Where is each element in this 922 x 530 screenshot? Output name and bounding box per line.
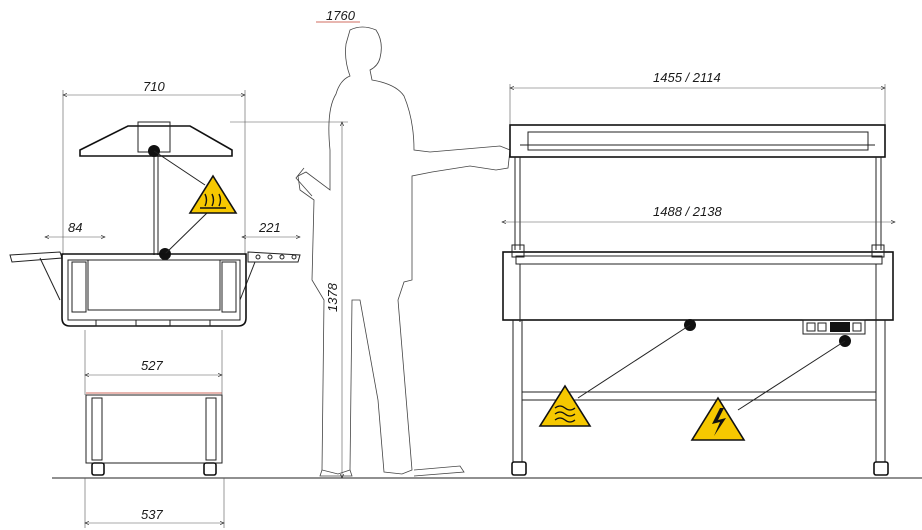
dim-left-ledge: 84 bbox=[68, 220, 82, 235]
person-silhouette: 1760 1378 bbox=[230, 8, 511, 478]
side-view: 710 84 221 bbox=[9, 79, 301, 528]
dim-person-height: 1760 bbox=[326, 8, 356, 23]
hot-surface-warning-icon bbox=[188, 174, 238, 214]
dim-side-width: 710 bbox=[143, 79, 165, 94]
dim-base-lower: 537 bbox=[141, 507, 163, 522]
front-view: 1455 / 2114 1488 / 2138 bbox=[502, 70, 895, 476]
dim-base-upper: 527 bbox=[141, 358, 163, 373]
electric-hazard-icon bbox=[690, 396, 746, 441]
control-panel bbox=[802, 319, 866, 335]
heat-warning-icon bbox=[538, 384, 592, 427]
dim-right-ledge: 221 bbox=[258, 220, 281, 235]
dim-body-length: 1488 / 2138 bbox=[653, 204, 722, 219]
dim-top-length: 1455 / 2114 bbox=[653, 70, 721, 85]
dim-total-height: 1378 bbox=[325, 282, 340, 312]
